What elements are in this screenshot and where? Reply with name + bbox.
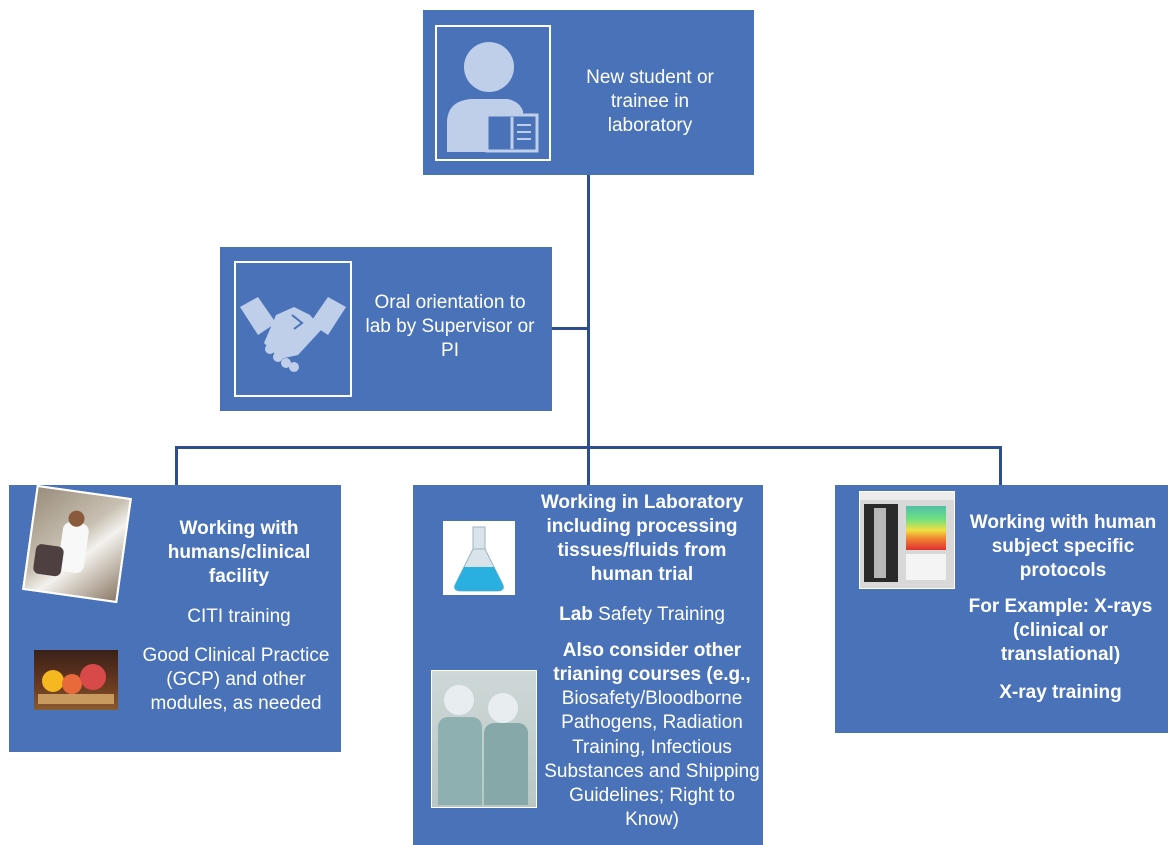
flask-icon <box>454 526 504 592</box>
orientation-text: Oral orientation to lab by Supervisor or… <box>365 292 535 362</box>
citi-training-text: CITI training <box>187 606 291 627</box>
student-icon-frame <box>435 25 551 161</box>
xray-training-text: X-ray training <box>999 682 1122 703</box>
handshake-icon-frame <box>234 261 352 397</box>
lab-workers-photo <box>431 670 537 808</box>
connector-horizontal-branch <box>175 446 1002 449</box>
lab-safety-text: Lab Safety Training <box>527 603 757 627</box>
clinical-title: Working with humans/clinical facility <box>167 518 311 588</box>
lab-safety-rest: Safety Training <box>592 604 725 625</box>
connector-vertical-main <box>587 175 590 485</box>
clinical-box: Working with humans/clinical facility CI… <box>9 484 341 752</box>
orientation-box: Oral orientation to lab by Supervisor or… <box>220 247 552 411</box>
clinical-facility-photo <box>22 484 132 604</box>
xray-example-text: For Example: X-rays (clinical or transla… <box>968 596 1153 666</box>
laboratory-title: Working in Laboratory including processi… <box>540 492 744 586</box>
human-subject-title: Working with human subject specific prot… <box>969 512 1157 582</box>
connector-orientation <box>552 327 589 330</box>
other-courses-bold: Also consider other trianing courses (e.… <box>553 640 751 686</box>
new-student-box: New student or trainee in laboratory <box>423 10 754 175</box>
connector-right-drop <box>999 446 1002 486</box>
connector-left-drop <box>175 446 178 486</box>
fruit-photo <box>34 650 118 710</box>
human-subject-box: Working with human subject specific prot… <box>835 485 1168 733</box>
lab-safety-bold: Lab <box>559 604 593 625</box>
xray-software-screenshot <box>859 491 955 589</box>
new-student-text: New student or trainee in laboratory <box>586 67 714 137</box>
gcp-text: Good Clinical Practice (GCP) and other m… <box>142 645 330 715</box>
other-courses-rest: Biosafety/Bloodborne Pathogens, Radiatio… <box>544 688 760 830</box>
handshake-icon <box>240 297 346 372</box>
other-courses-text: Also consider other trianing courses (e.… <box>541 639 763 832</box>
student-reading-icon <box>447 42 539 153</box>
flask-image <box>443 521 515 595</box>
laboratory-box: Working in Laboratory including processi… <box>413 485 763 845</box>
